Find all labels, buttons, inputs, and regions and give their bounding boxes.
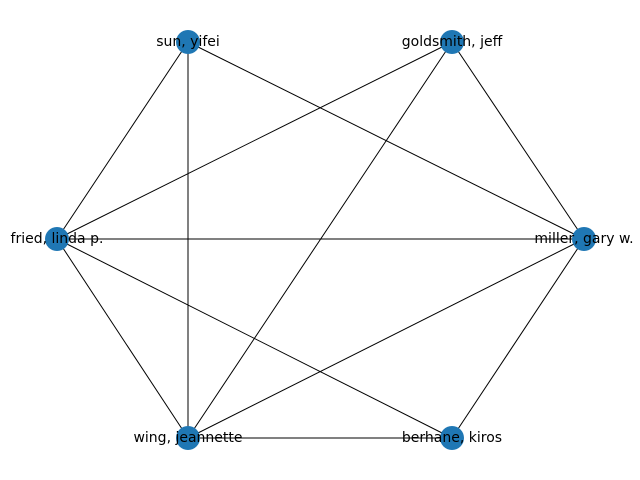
node-goldsmith bbox=[440, 30, 464, 54]
node-label-goldsmith: goldsmith, jeff bbox=[402, 34, 503, 50]
node-berhane bbox=[440, 426, 464, 450]
node-label-berhane: berhane, kiros bbox=[402, 430, 502, 446]
nodes-layer bbox=[45, 30, 596, 450]
labels-layer: sun, yifei goldsmith, jeff fried, linda p.… bbox=[11, 34, 634, 446]
node-fried bbox=[45, 227, 69, 251]
node-label-wing: wing, jeannette bbox=[133, 430, 242, 446]
node-label-sun: sun, yifei bbox=[156, 34, 220, 50]
node-label-miller: miller, gary w. bbox=[534, 231, 633, 247]
node-miller bbox=[572, 227, 596, 251]
edge-sun-fried bbox=[56, 41, 189, 240]
node-sun bbox=[176, 30, 200, 54]
edge-fried-berhane bbox=[56, 238, 453, 439]
edge-miller-wing bbox=[187, 238, 585, 439]
edge-goldsmith-fried bbox=[56, 41, 453, 240]
edge-miller-berhane bbox=[451, 238, 585, 439]
edge-goldsmith-wing bbox=[187, 41, 453, 439]
edges-layer bbox=[56, 41, 585, 439]
node-label-fried: fried, linda p. bbox=[11, 231, 104, 247]
edge-goldsmith-miller bbox=[451, 41, 585, 240]
node-wing bbox=[176, 426, 200, 450]
edge-fried-wing bbox=[56, 238, 189, 439]
